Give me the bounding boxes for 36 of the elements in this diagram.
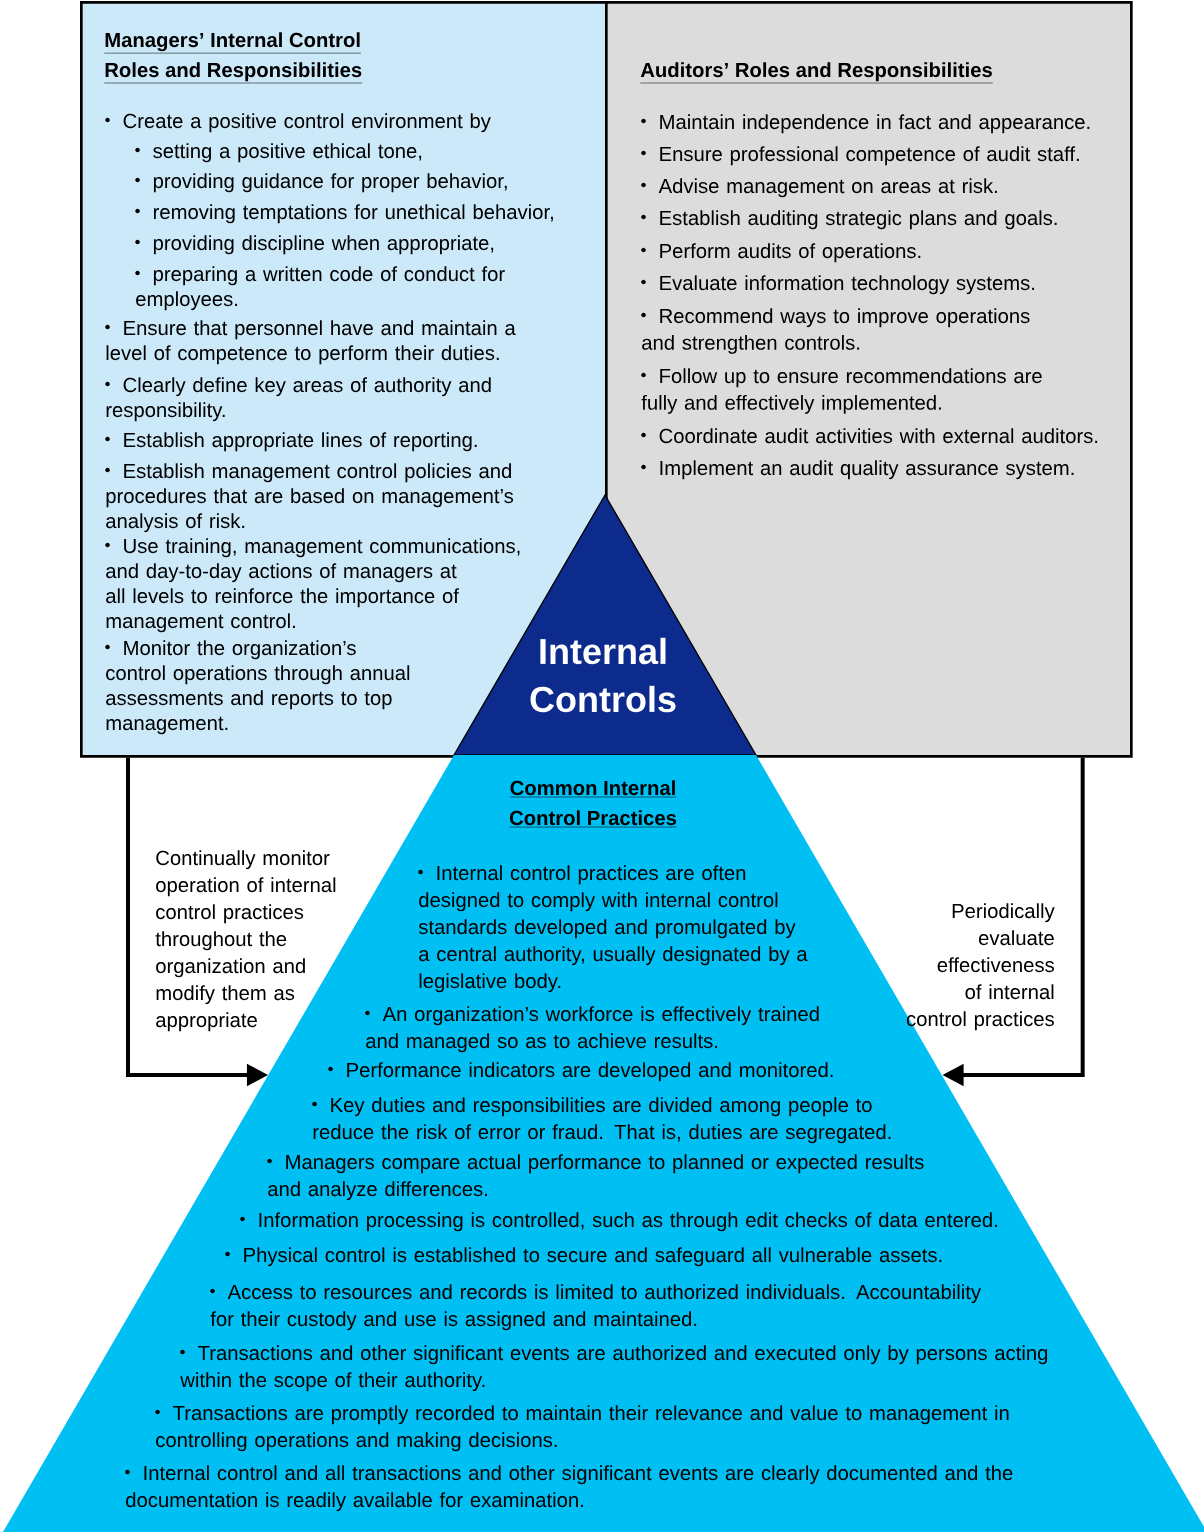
bullet-item: Maintain independence in fact and appearance. — [641, 114, 1090, 134]
bullet-item: Recommend ways to improve operations and strengthen controls. — [641, 308, 1030, 354]
bullet-item: Perform audits of operations. — [641, 243, 921, 263]
edge-label: Periodically evaluate effectiveness of internal control practices — [906, 903, 1055, 1031]
bullet-item: setting a positive ethical tone, — [135, 143, 422, 163]
heading: Common Internal Control Practices — [508, 780, 678, 828]
bullet-item: Internal control and all transactions and other significant events are clearly documented and the documentation is readily available for examination. — [125, 1465, 1013, 1512]
bullet-item: Coordinate audit activities with external auditors. — [641, 428, 1098, 444]
bullet-item: Transactions and other significant events are authorized and executed only by persons acting within the scope of their authority. — [180, 1345, 1048, 1392]
edge-label: Continually monitor operation of internal control practices throughout the organization and modify them as appropriate — [155, 850, 336, 1032]
bullet-item: providing discipline when appropriate, — [135, 235, 494, 255]
bullet-item: Ensure professional competence of audit staff. — [641, 146, 1079, 166]
bullet-item: Create a positive control environment by — [105, 113, 491, 133]
bullet-item: An organization’s workforce is effectively trained and managed so as to achieve results. — [365, 1006, 819, 1053]
bullet-item: Performance indicators are developed and monitored. — [328, 1062, 833, 1082]
bullet-item: Information processing is controlled, such as through edit checks of data entered. — [240, 1212, 997, 1232]
bullet-item: Implement an audit quality assurance system. — [641, 460, 1074, 480]
bullet-item: Physical control is established to secure and safeguard all vulnerable assets. — [225, 1247, 942, 1267]
bullet-item: Advise management on areas at risk. — [641, 178, 997, 198]
bullet-item: Clearly define key areas of authority and responsibility. — [105, 377, 491, 422]
bullet-item: Access to resources and records is limited to authorized individuals. Accountability for their custody and use is assigned and maintained. — [210, 1284, 981, 1331]
bullet-item: Establish appropriate lines of reporting. — [105, 432, 477, 452]
heading: Managers’ Internal Control Roles and Responsibilities — [104, 32, 363, 84]
bullet-item: Establish auditing strategic plans and goals. — [641, 210, 1057, 230]
bullet-item: Monitor the organization’s control operations through annual assessments and reports to top management. — [105, 640, 410, 735]
heading: Auditors’ Roles and Responsibilities — [640, 62, 993, 84]
bullet-item: Internal control practices are often designed to comply with internal control standards developed and promulgated by a central authority, usually designated by a legislative body. — [418, 865, 808, 993]
bullet-item: preparing a written code of conduct for employees. — [135, 266, 505, 311]
bullet-item: Managers compare actual performance to planned or expected results and analyze differences. — [267, 1154, 924, 1201]
bullet-item: Evaluate information technology systems. — [641, 275, 1035, 295]
bullet-item: removing temptations for unethical behavior, — [135, 204, 553, 224]
bullet-item: Transactions are promptly recorded to maintain their relevance and value to management in controlling operations and making decisions. — [155, 1405, 1009, 1452]
bullet-item: Key duties and responsibilities are divided among people to reduce the risk of error or fraud. That is, duties are segregated. — [312, 1097, 891, 1144]
bullet-item: providing guidance for proper behavior, — [135, 173, 507, 193]
bullet-item: Follow up to ensure recommendations are fully and effectively implemented. — [641, 368, 1042, 414]
bullet-item: Ensure that personnel have and maintain a level of competence to perform their duties. — [105, 320, 516, 365]
